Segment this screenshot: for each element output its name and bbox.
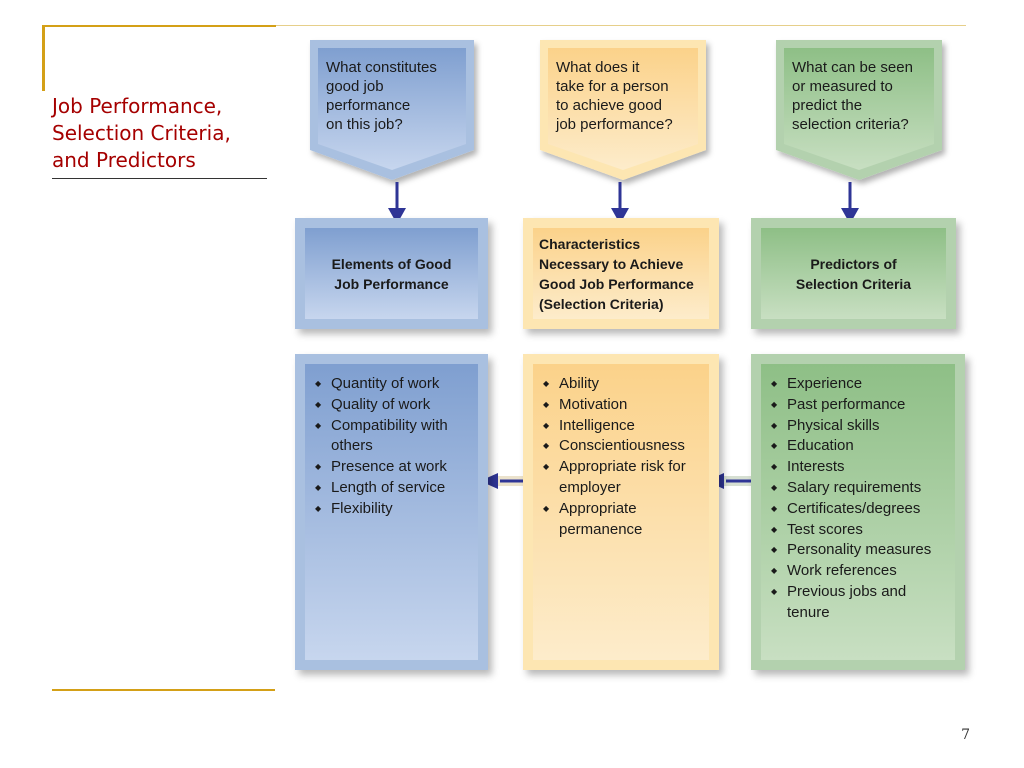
question-callout-criteria: What does it take for a person to achiev… <box>540 40 706 180</box>
accent-bottom-line <box>52 689 275 691</box>
list-item: Past performance <box>771 395 931 416</box>
header-box-predictors-inner: Predictors of Selection Criteria <box>761 228 946 319</box>
page-number: 7 <box>961 727 970 743</box>
callout-shape-green <box>776 40 942 180</box>
question-callout-performance: What constitutes good job performance on… <box>310 40 474 180</box>
list-item: Previous jobs and tenure <box>771 582 931 624</box>
list-item: Compatibility with others <box>315 416 448 458</box>
accent-top-thin-line <box>276 25 966 26</box>
header-box-performance: Elements of Good Job Performance <box>295 218 488 329</box>
list-item: Intelligence <box>543 416 686 437</box>
list-box-criteria: Ability Motivation Intelligence Conscien… <box>523 354 719 670</box>
list-box-criteria-inner: Ability Motivation Intelligence Conscien… <box>533 364 709 660</box>
list-box-predictors: Experience Past performance Physical ski… <box>751 354 965 670</box>
list-item: Conscientiousness <box>543 436 686 457</box>
header-text-predictors: Predictors of Selection Criteria <box>795 255 912 292</box>
accent-top-line <box>42 25 276 27</box>
list-predictors: Experience Past performance Physical ski… <box>771 374 931 624</box>
header-box-criteria-inner: Characteristics Necessary to Achieve Goo… <box>533 228 709 319</box>
question-text-predictors: What can be seen or measured to predict … <box>792 59 913 133</box>
list-item: Quantity of work <box>315 374 448 395</box>
question-text-performance: What constitutes good job performance on… <box>326 59 437 133</box>
list-item: Salary requirements <box>771 478 931 499</box>
list-box-performance: Quantity of work Quality of work Compati… <box>295 354 488 670</box>
header-box-criteria: Characteristics Necessary to Achieve Goo… <box>523 218 719 329</box>
list-item: Quality of work <box>315 395 448 416</box>
list-performance: Quantity of work Quality of work Compati… <box>315 374 448 520</box>
list-item: Experience <box>771 374 931 395</box>
list-item: Motivation <box>543 395 686 416</box>
list-item: Length of service <box>315 478 448 499</box>
accent-vertical-line <box>42 25 45 91</box>
header-text-performance: Elements of Good Job Performance <box>331 255 452 292</box>
header-box-performance-inner: Elements of Good Job Performance <box>305 228 478 319</box>
callout-shape-orange <box>540 40 706 180</box>
list-item: Appropriate permanence <box>543 499 686 541</box>
title-underline <box>52 178 267 179</box>
callout-shape-blue <box>310 40 474 180</box>
list-item: Ability <box>543 374 686 395</box>
list-box-performance-inner: Quantity of work Quality of work Compati… <box>305 364 478 660</box>
list-item: Interests <box>771 457 931 478</box>
list-item: Certificates/degrees <box>771 499 931 520</box>
header-box-predictors: Predictors of Selection Criteria <box>751 218 956 329</box>
list-item: Education <box>771 436 931 457</box>
list-criteria: Ability Motivation Intelligence Conscien… <box>543 374 686 540</box>
question-callout-predictors: What can be seen or measured to predict … <box>776 40 942 180</box>
list-item: Work references <box>771 561 931 582</box>
slide-title: Job Performance, Selection Criteria, and… <box>52 94 231 172</box>
question-text-criteria: What does it take for a person to achiev… <box>556 59 673 133</box>
list-item: Flexibility <box>315 499 448 520</box>
list-item: Personality measures <box>771 540 931 561</box>
list-item: Test scores <box>771 520 931 541</box>
header-text-criteria: Characteristics Necessary to Achieve Goo… <box>539 235 694 312</box>
list-item: Presence at work <box>315 457 448 478</box>
list-item: Appropriate risk for employer <box>543 457 686 499</box>
list-item: Physical skills <box>771 416 931 437</box>
list-box-predictors-inner: Experience Past performance Physical ski… <box>761 364 955 660</box>
